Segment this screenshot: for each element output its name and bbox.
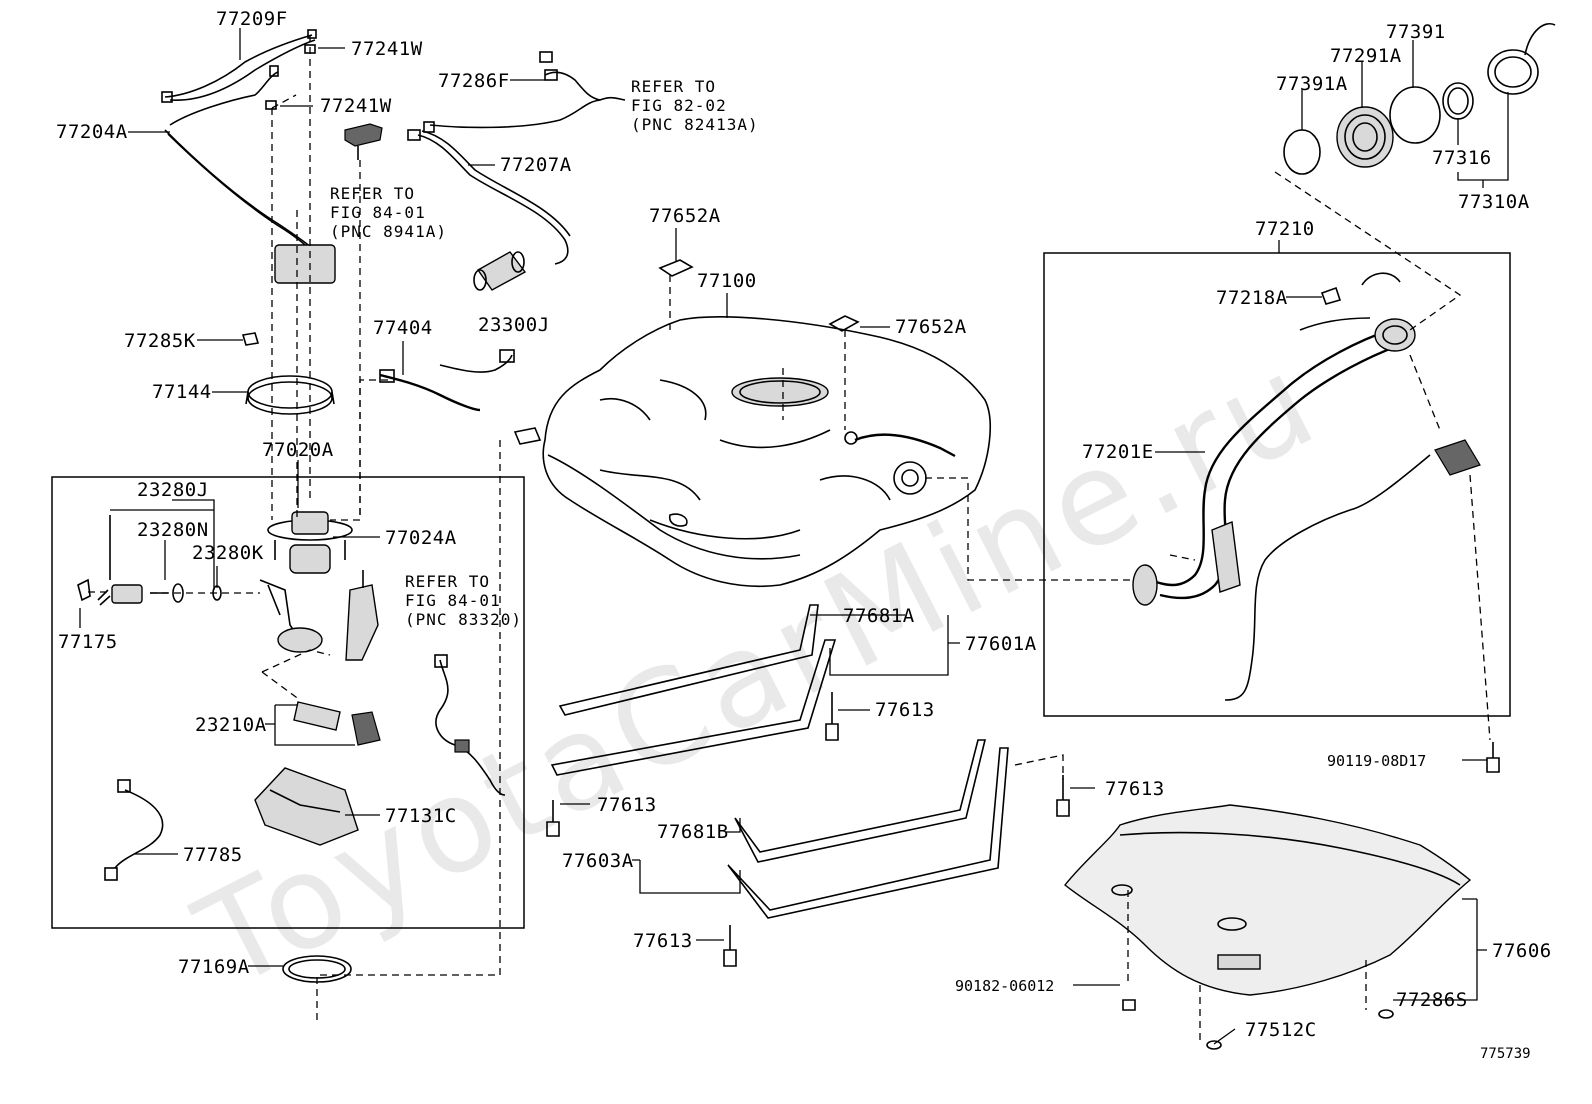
fuel-sender-gauge [345,570,379,661]
part-label[interactable]: 77404 [373,317,433,339]
diagram-id: 775739 [1480,1046,1531,1062]
part-label[interactable]: 77201E [1082,441,1154,463]
lock-ring-77144 [245,375,335,415]
filler-neck-77291A [1336,106,1394,168]
part-label[interactable]: 90119-08D17 [1327,752,1426,770]
part-label[interactable]: 77785 [183,844,243,866]
part-label[interactable]: 77652A [895,316,967,338]
sender-connector-8941A [344,123,383,160]
bracket-77218A [1320,272,1401,305]
part-label[interactable]: 77204A [56,121,128,143]
part-label[interactable]: 23300J [478,314,550,336]
part-label[interactable]: 23280N [137,519,209,541]
part-label[interactable]: 23210A [195,714,267,736]
fuel-tank-protector-77606 [1064,804,1472,996]
part-label[interactable]: 77681B [657,821,729,843]
vapor-hose-77207A [407,129,571,265]
part-label[interactable]: 77613 [597,794,657,816]
clip-77285K [241,332,260,346]
part-label[interactable]: 77144 [152,381,212,403]
part-label[interactable]: 77218A [1216,287,1288,309]
part-label[interactable]: 77613 [875,699,935,721]
tube-77404 [379,349,515,412]
part-label[interactable]: 77241W [351,38,423,60]
band-77601A [550,604,837,776]
fuel-tank-shape [513,259,991,588]
part-label[interactable]: 77316 [1432,147,1492,169]
part-label[interactable]: 77100 [697,270,757,292]
part-label[interactable]: 77613 [633,930,693,952]
part-label[interactable]: 77603A [562,850,634,872]
part-label[interactable]: 77209F [216,8,288,30]
part-label[interactable]: 77286S [1396,989,1468,1011]
wire-harness-77204A [164,65,336,284]
part-label[interactable]: 77207A [500,154,572,176]
part-label[interactable]: 77601A [965,633,1037,655]
part-label[interactable]: 23280K [192,542,264,564]
band-77603A [727,739,1009,919]
part-label[interactable]: 90182-06012 [955,977,1054,995]
ref-line-3: (PNC 8941A) [330,222,447,241]
part-label[interactable]: 77020A [262,439,334,461]
part-label[interactable]: 77606 [1492,940,1552,962]
pressure-regulator-23280J [97,515,143,606]
wire-83320 [434,654,506,796]
ref-line-1: REFER TO [405,572,490,591]
part-label[interactable]: 77241W [320,95,392,117]
part-label[interactable]: 77512C [1245,1019,1317,1041]
filler-vent-tube [1224,439,1481,701]
clips-77286S-77512C [1122,999,1394,1050]
part-label[interactable]: 77286F [438,70,510,92]
o-ring-77391A [1283,129,1321,175]
ref-line-2: FIG 84-01 [330,203,426,222]
leader-lines [79,28,1509,1045]
small-clips-77241W [265,44,316,110]
part-label[interactable]: 77285K [124,330,196,352]
reference-84-01-83320: REFER TO FIG 84-01 (PNC 83320) [405,572,522,629]
part-label[interactable]: 77681A [843,605,915,627]
part-label[interactable]: 77169A [178,956,250,978]
gasket-77316 [1442,82,1474,120]
part-labels: 77209F 77241W 77241W 77286F 77204A 77207… [56,8,1552,1041]
part-label[interactable]: 77210 [1255,218,1315,240]
ref-line-3: (PNC 82413A) [631,115,759,134]
vent-line-77286F [423,51,626,133]
fuel-pump-group-box [51,476,525,929]
suction-filter-77131C [254,767,359,846]
ref-line-2: FIG 84-01 [405,591,501,610]
part-label[interactable]: 77291A [1330,45,1402,67]
clip-77175 [77,578,91,602]
part-label[interactable]: 77024A [385,527,457,549]
fuel-cap-77310A [1487,23,1556,95]
part-label[interactable]: 77310A [1458,191,1530,213]
ref-line-2: FIG 82-02 [631,96,727,115]
part-label[interactable]: 77175 [58,631,118,653]
ref-line-1: REFER TO [330,184,415,203]
part-label[interactable]: 77131C [385,805,457,827]
wire-harness-77209F [161,29,317,103]
part-label[interactable]: 77391 [1386,21,1446,43]
ring-77391 [1389,86,1441,144]
reference-84-01-8941A: REFER TO FIG 84-01 (PNC 8941A) [330,184,447,241]
fuel-pump-23210A [293,701,381,746]
filler-pipe-77201E [1132,317,1416,606]
fuel-pump-assembly-77024A [259,511,353,653]
ref-line-3: (PNC 83320) [405,610,522,629]
part-label[interactable]: 77391A [1276,73,1348,95]
part-label[interactable]: 77613 [1105,778,1165,800]
wire-77785 [104,779,164,881]
part-label[interactable]: 77652A [649,205,721,227]
part-label[interactable]: 23280J [137,479,209,501]
reference-82-02: REFER TO FIG 82-02 (PNC 82413A) [631,77,759,134]
filler-pipe-group-box [1043,252,1511,717]
fuel-filter-23300J [473,251,527,291]
ref-line-1: REFER TO [631,77,716,96]
